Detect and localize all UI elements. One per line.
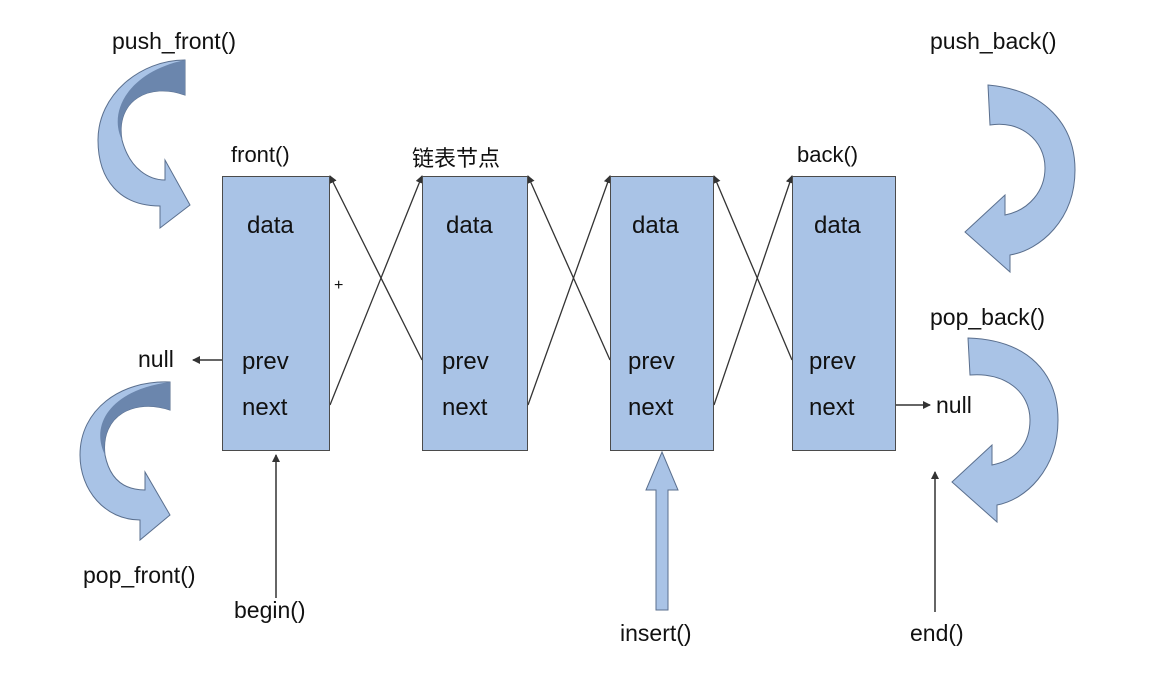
node-3-prev: prev xyxy=(628,348,675,375)
pop-front-label: pop_front() xyxy=(83,562,196,588)
list-node-3 xyxy=(610,176,714,451)
next-link-1 xyxy=(329,175,424,406)
push-back-label: push_back() xyxy=(930,28,1057,54)
list-node-2 xyxy=(422,176,528,451)
push-front-label: push_front() xyxy=(112,28,237,54)
node-1-prev: prev xyxy=(242,348,289,375)
node-4-next: next xyxy=(809,394,855,421)
node-1-data: data xyxy=(247,212,294,239)
list-node-4 xyxy=(792,176,896,451)
null-right-label: null xyxy=(936,392,972,418)
node-caption: 链表节点 xyxy=(412,146,501,171)
next-link-3 xyxy=(713,175,794,406)
node-4-data: data xyxy=(814,212,861,239)
prev-link-4 xyxy=(713,175,793,361)
node-4-prev: prev xyxy=(809,348,856,375)
insert-label: insert() xyxy=(620,620,692,646)
next-link-2 xyxy=(527,175,612,406)
front-label: front() xyxy=(231,142,290,167)
begin-label: begin() xyxy=(234,597,306,623)
cursor-mark: + xyxy=(334,277,344,294)
pop-back-label: pop_back() xyxy=(930,304,1046,330)
node-1-next: next xyxy=(242,394,288,421)
node-2-data: data xyxy=(446,212,493,239)
node-2-prev: prev xyxy=(442,348,489,375)
prev-link-3 xyxy=(527,175,611,361)
node-2-next: next xyxy=(442,394,488,421)
prev-link-2 xyxy=(329,175,423,361)
list-node-1 xyxy=(222,176,330,451)
back-label: back() xyxy=(797,142,859,167)
push-front-curved-arrow xyxy=(97,59,191,230)
node-3-data: data xyxy=(632,212,679,239)
insert-arrow xyxy=(645,450,679,611)
node-3-next: next xyxy=(628,394,674,421)
end-label: end() xyxy=(910,620,964,646)
null-left-label: null xyxy=(138,346,174,372)
pop-front-curved-arrow xyxy=(79,381,171,542)
push-back-curved-arrow xyxy=(964,84,1076,274)
node-links xyxy=(329,175,794,406)
pop-back-curved-arrow xyxy=(951,337,1059,524)
